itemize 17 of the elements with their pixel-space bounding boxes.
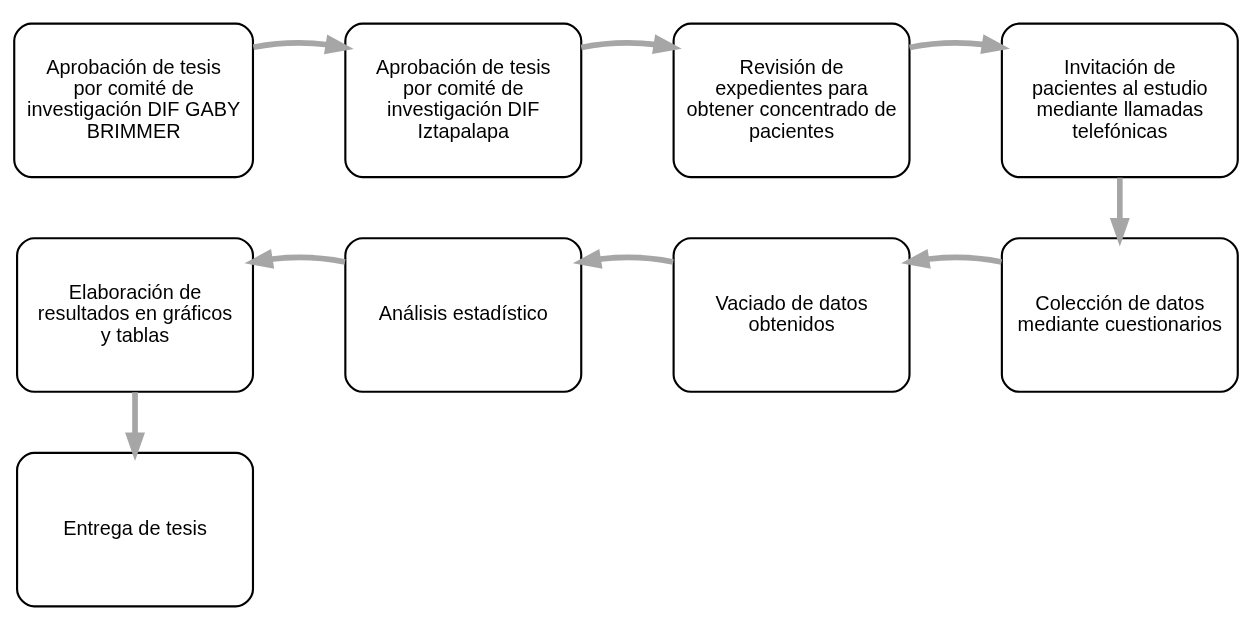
arrow xyxy=(580,33,682,54)
node-box: Entrega de tesis xyxy=(16,451,255,607)
node-box: Elaboración de resultados en gráficos y tablas xyxy=(16,236,255,393)
arrow xyxy=(125,391,145,461)
arrow xyxy=(572,248,674,269)
node-box: Invitación de pacientes al estudio mediante llamadas telefónicas xyxy=(1000,22,1239,178)
node-box: Análisis estadístico xyxy=(344,236,583,393)
node-box: Aprobación de tesis por comité de investigación DIF Iztapalapa xyxy=(344,22,583,178)
arrow xyxy=(909,33,1011,54)
arrow xyxy=(244,248,346,269)
node-box: Aprobación de tesis por comité de investigación DIF GABY BRIMMER xyxy=(13,22,255,178)
node-box: Revisión de expedientes para obtener concentrado de pacientes xyxy=(672,22,911,178)
arrow xyxy=(1109,177,1130,246)
arrow xyxy=(252,33,354,54)
node-box: Vaciado de datos obtenidos xyxy=(672,236,911,393)
arrow xyxy=(901,248,1003,269)
node-box: Colección de datos mediante cuestionarios xyxy=(1000,236,1239,393)
